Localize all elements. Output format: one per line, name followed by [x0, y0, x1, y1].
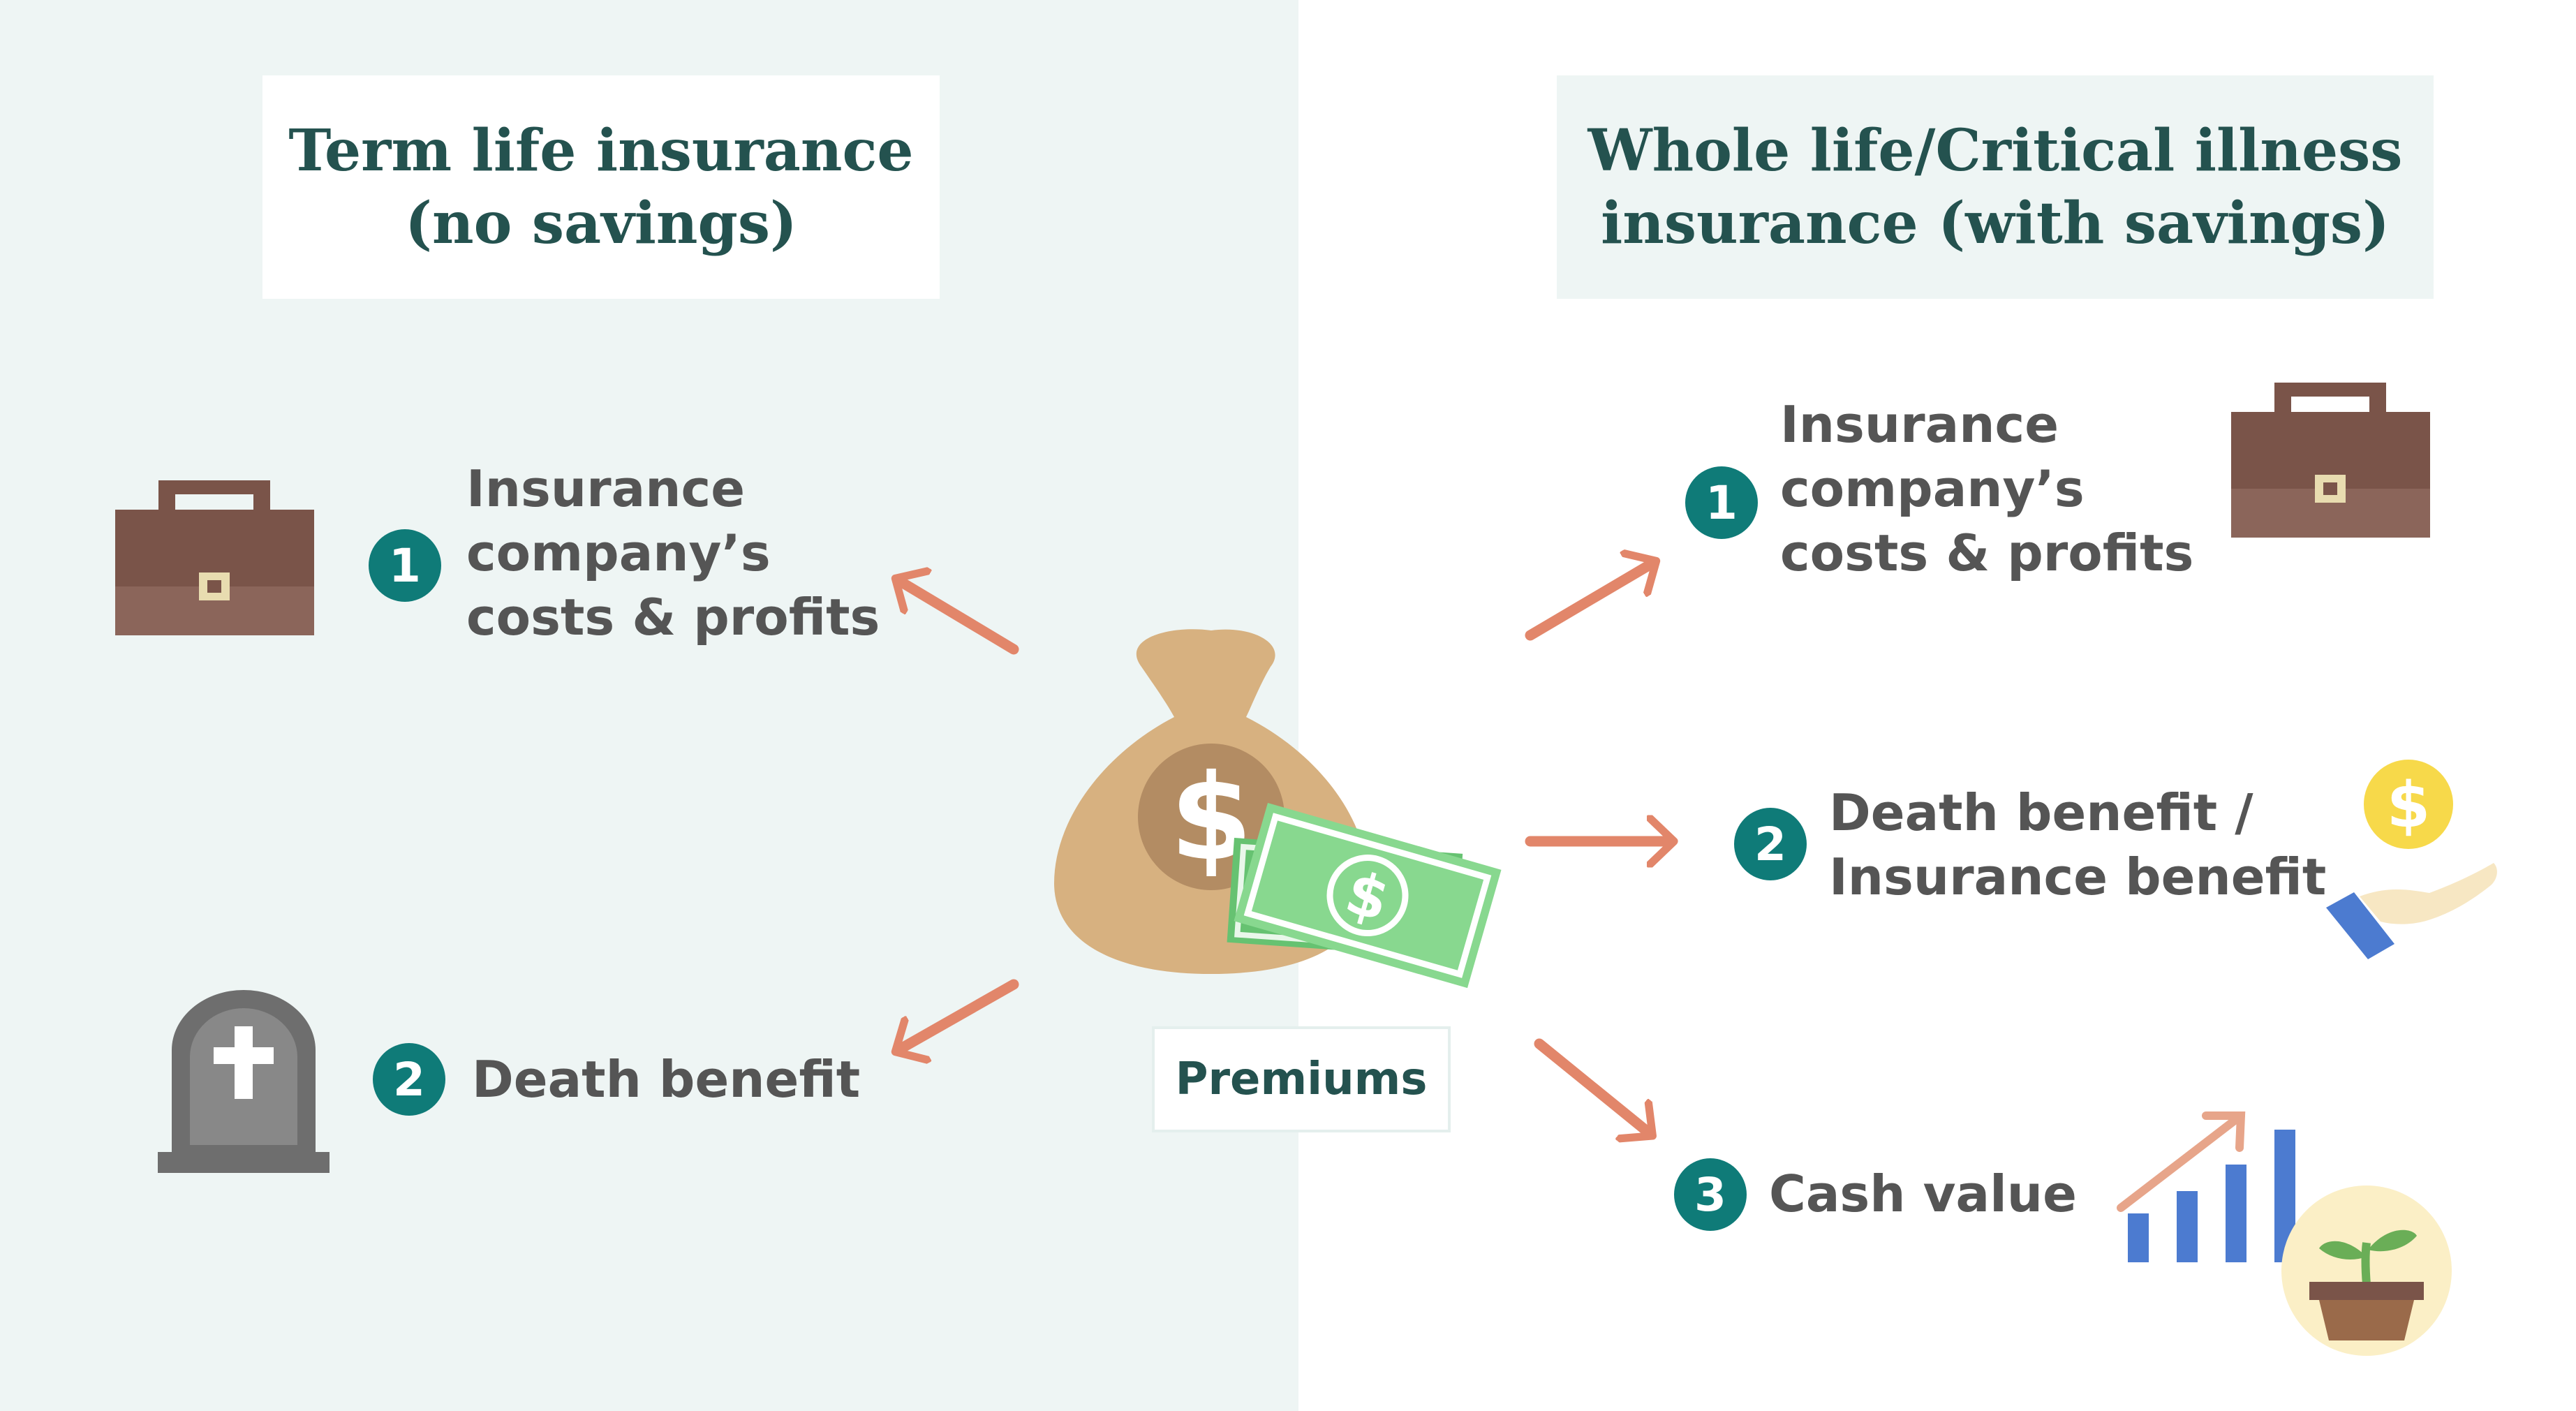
label-right-cash: Cash value: [1769, 1165, 2077, 1223]
term-life-title-line2: (no savings): [405, 190, 797, 257]
money-bag-with-cash-icon: $ $: [1054, 629, 1502, 989]
whole-life-title-line2: insurance (with savings): [1601, 190, 2390, 257]
arrow-to-left-death: [897, 979, 1019, 1051]
label-right-costs: Insurance company’s costs & profits: [1780, 395, 2194, 582]
briefcase-icon: [2231, 383, 2430, 538]
label-right-death: Death benefit / Insurance benefit: [1829, 783, 2327, 906]
label-left-costs: Insurance company’s costs & profits: [466, 459, 880, 647]
badge-right-3: 3: [1674, 1158, 1747, 1231]
growth-chart-plant-icon: [2117, 1111, 2452, 1356]
term-life-title: Term life insurance (no savings): [262, 75, 940, 299]
arrow-to-left-costs: [897, 579, 1019, 655]
tombstone-icon: [158, 990, 330, 1173]
premiums-label: Premiums: [1152, 1026, 1451, 1132]
briefcase-icon: [115, 480, 314, 635]
whole-life-title-line1: Whole life/Critical illness: [1587, 117, 2403, 184]
badge-left-2: 2: [373, 1043, 445, 1116]
whole-life-title: Whole life/Critical illness insurance (w…: [1557, 75, 2434, 299]
hand-coin-icon: $: [2326, 760, 2497, 959]
coin-dollar-sign: $: [2387, 769, 2431, 842]
arrow-to-right-costs: [1525, 562, 1655, 641]
label-left-death: Death benefit: [472, 1050, 861, 1109]
term-life-title-line1: Term life insurance: [288, 117, 914, 184]
badge-right-2: 2: [1734, 808, 1807, 880]
arrow-to-right-cash: [1534, 1038, 1651, 1135]
badge-left-1: 1: [369, 529, 441, 602]
badge-right-1: 1: [1685, 466, 1758, 539]
